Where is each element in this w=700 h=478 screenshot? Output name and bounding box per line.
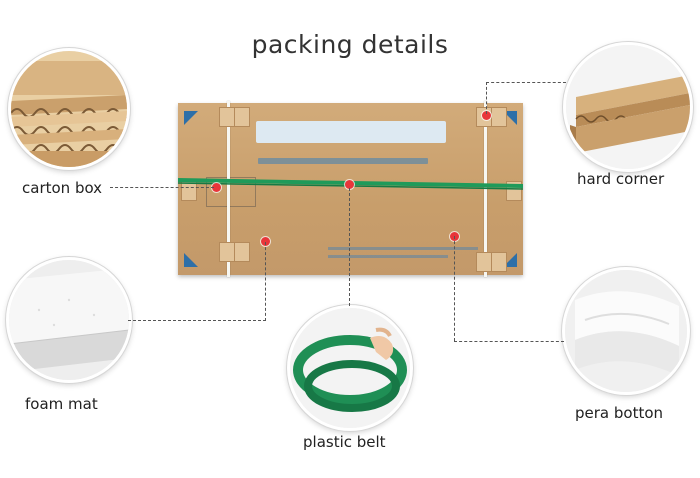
corner-print-top-left [184,111,198,125]
corner-guard-1 [219,107,235,127]
label-plastic-belt: plastic belt [303,433,386,451]
print-logo [206,177,256,207]
marker-foam-mat [261,237,270,246]
pera-botton-photo [562,267,690,395]
label-hard-corner: hard corner [577,170,665,188]
plastic-belt-image [290,308,410,428]
marker-hard-corner [482,111,491,120]
corner-guard-6 [491,107,507,127]
carton-print-subline [258,158,428,164]
corner-guard-4 [234,242,250,262]
pera-botton-image [565,270,687,392]
label-foam-mat: foam mat [25,395,98,413]
marker-plastic-belt [345,180,354,189]
plastic-belt-photo [287,305,413,431]
print-footline-1 [328,247,478,250]
foam-mat-photo [6,257,132,383]
hard-corner-image [566,45,690,169]
label-carton-box: carton box [22,179,103,197]
foam-mat-image [9,260,129,380]
corner-guard-8 [491,252,507,272]
leader-hard-corner-v [486,82,487,114]
carton-print-banner [256,121,446,143]
leader-foam-mat-v [265,242,266,321]
leader-plastic-belt [349,188,350,306]
leader-hard-corner-h [486,82,566,83]
strap-left [227,101,230,277]
carton-box-photo [8,48,130,170]
leader-carton-box [110,187,214,188]
leader-pera-botton-h [454,341,564,342]
leader-foam-mat-h [128,320,266,321]
corner-guard-2 [234,107,250,127]
marker-carton-box [212,183,221,192]
leader-pera-botton-v [454,236,455,341]
page-title: packing details [251,30,449,59]
corrugated-layers-image [11,51,127,167]
corner-print-bottom-left [184,253,198,267]
corner-guard-3 [219,242,235,262]
corner-guard-7 [476,252,492,272]
hard-corner-photo [563,42,693,172]
print-footline-2 [328,255,448,258]
label-pera-botton: pera botton [575,404,664,422]
